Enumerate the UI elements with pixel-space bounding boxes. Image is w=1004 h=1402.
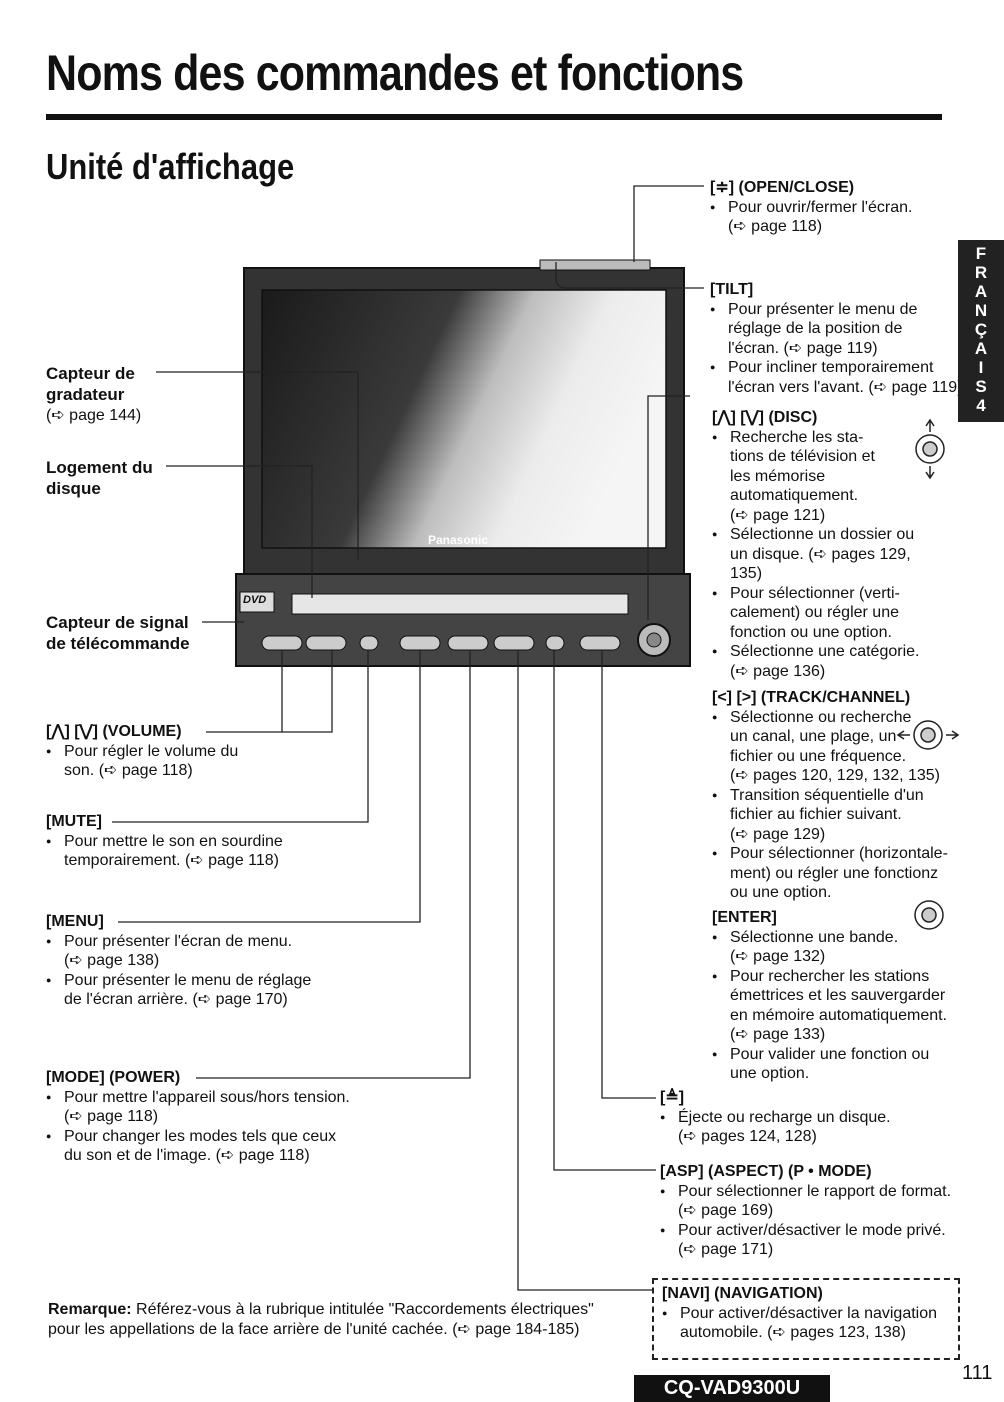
top-buttons <box>539 259 651 271</box>
monitor-screen <box>261 289 667 549</box>
block-menu: [MENU] Pour présenter l'écran de menu.(➪… <box>46 912 311 1010</box>
page-title: Noms des commandes et fonctions <box>46 45 744 101</box>
block-disc: [⋀] [⋁] (DISC) Recherche les sta-tions d… <box>712 408 919 681</box>
block-mute: [MUTE] Pour mettre le son en sourdinetem… <box>46 812 283 871</box>
block-volume: [⋀] [⋁] (VOLUME) Pour régler le volume d… <box>46 722 238 781</box>
block-asp: [ASP] (ASPECT) (P • MODE) Pour sélection… <box>660 1162 951 1260</box>
remark: Remarque: Référez-vous à la rubrique int… <box>48 1301 594 1338</box>
joystick-icon-disc <box>915 418 945 480</box>
block-eject: [≜] Éjecte ou recharge un disque.(➪ page… <box>660 1088 891 1147</box>
block-track-channel: [<] [>] (TRACK/CHANNEL) Sélectionne ou r… <box>712 688 948 903</box>
block-navi: [NAVI] (NAVIGATION) Pour activer/désacti… <box>662 1284 937 1343</box>
dvd-logo: DVD <box>243 594 267 606</box>
block-enter: [ENTER] Sélectionne une bande.(➪ page 13… <box>712 908 947 1084</box>
dvd-logo-box <box>239 591 275 613</box>
label-disc-slot: Logement du disque <box>46 458 153 498</box>
section-title: Unité d'affichage <box>46 146 295 187</box>
label-dimmer: Capteur de gradateur (➪ page 144) <box>46 364 142 424</box>
model-badge: CQ-VAD9300U <box>634 1375 830 1402</box>
block-open-close: [≑] (OPEN/CLOSE) Pour ouvrir/fermer l'éc… <box>710 178 912 237</box>
label-remote-sensor: Capteur de signal de télécommande <box>46 613 190 653</box>
block-mode: [MODE] (POWER) Pour mettre l'appareil so… <box>46 1068 350 1166</box>
language-tab: F R A N Ç A I S 4 <box>958 240 1004 422</box>
navi-box <box>652 1278 960 1360</box>
block-tilt: [TILT] Pour présenter le menu deréglage … <box>710 280 962 397</box>
brand-logo: Panasonic <box>428 533 489 547</box>
title-rule <box>46 114 942 120</box>
disc-slot <box>291 593 629 615</box>
base-unit <box>235 573 691 667</box>
page-number: 111 <box>962 1362 993 1384</box>
